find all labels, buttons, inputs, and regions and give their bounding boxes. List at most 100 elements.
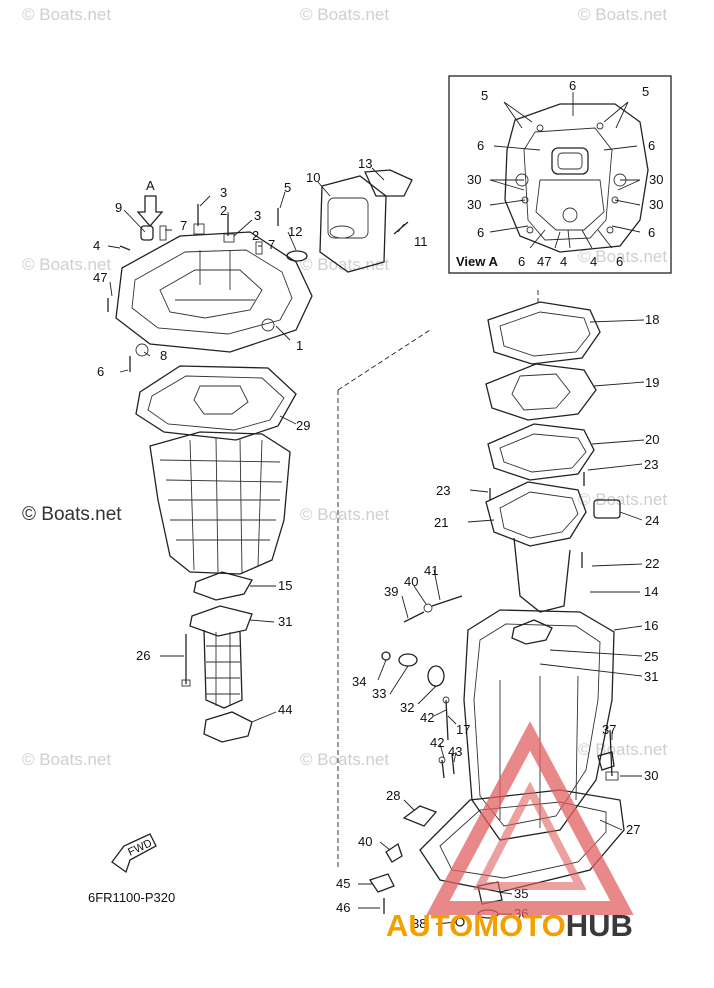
watermark-text: © Boats.net <box>300 505 389 524</box>
callout-label: 18 <box>645 312 659 327</box>
logo-auto: AUTO <box>386 908 473 943</box>
oil-pan-assembly: 29 <box>135 365 310 575</box>
automotohub-logo: AUTOMOTOHUB <box>386 721 634 943</box>
callout-label: 19 <box>645 375 659 390</box>
callout-label: 41 <box>424 563 438 578</box>
seal-25 <box>511 619 553 645</box>
view-a-inset: 5 6 5 6 6 30 30 30 30 6 6 6 47 4 4 6 Vie… <box>448 75 672 274</box>
callout-label: 5 <box>284 180 291 195</box>
callout-label: 28 <box>386 788 400 803</box>
joint-39 <box>403 611 425 623</box>
callout-label: 2 <box>252 228 259 243</box>
upper-case-26 <box>463 609 615 841</box>
clip-40 <box>385 842 403 863</box>
watermark-text: © Boats.net <box>578 740 667 759</box>
callout-label: 30 <box>467 172 481 187</box>
callout-label: 5 <box>481 88 488 103</box>
watermark-text: © Boats.net <box>300 5 389 24</box>
callout-label: 5 <box>642 84 649 99</box>
callout-label: 20 <box>645 432 659 447</box>
callout-label: 30 <box>649 197 663 212</box>
triangle-logo-icon <box>426 721 634 915</box>
callout-label: 26 <box>136 648 150 663</box>
upper-casing <box>115 231 313 353</box>
grommet-13 <box>364 169 413 197</box>
callout-label: 33 <box>372 686 386 701</box>
callout-label: 3 <box>254 208 261 223</box>
callout-label: 44 <box>278 702 292 717</box>
silencer-plate <box>319 175 387 273</box>
callout-label: 3 <box>220 185 227 200</box>
callout-label: 29 <box>296 418 310 433</box>
callout-label: 13 <box>358 156 372 171</box>
callout-label: 27 <box>626 822 640 837</box>
callout-label: 6 <box>569 78 576 93</box>
callout-label: 10 <box>306 170 320 185</box>
inset-frame <box>448 75 672 274</box>
upper-casing-assembly: A 13 10 3 9 2 3 5 7 2 7 12 11 4 <box>93 156 428 379</box>
callout-label: 6 <box>477 138 484 153</box>
lower-casing-assembly: 41 40 39 14 16 25 34 31 33 32 42 17 37 4… <box>336 563 658 931</box>
exhaust-guide-21 <box>485 481 587 547</box>
watermark-text: © Boats.net <box>22 5 111 24</box>
callout-label: 14 <box>644 584 658 599</box>
callout-label: 8 <box>160 348 167 363</box>
callout-label: 47 <box>93 270 107 285</box>
bracket-45 <box>368 873 395 893</box>
watermark-main: © Boats.net <box>22 504 122 525</box>
callout-label: 21 <box>434 515 448 530</box>
callout-label: 9 <box>115 200 122 215</box>
diagram-code: 6FR1100-P320 <box>88 890 175 905</box>
callout-label: 47 <box>537 254 551 269</box>
callout-label: 17 <box>456 722 470 737</box>
watermark-text: © Boats.net <box>578 5 667 24</box>
callout-label: 34 <box>352 674 366 689</box>
gasket-15 <box>193 571 253 601</box>
grommet-32 <box>427 665 445 687</box>
callout-label: 43 <box>448 744 462 759</box>
callout-label: 12 <box>288 224 302 239</box>
callout-label: 25 <box>644 649 658 664</box>
seal-12 <box>286 250 308 262</box>
callout-label: 4 <box>93 238 100 253</box>
callout-label: 6 <box>648 138 655 153</box>
callout-label: 6 <box>616 254 623 269</box>
callout-label: 31 <box>644 669 658 684</box>
strainer-assembly: 15 31 26 44 <box>136 571 292 743</box>
callout-label: 38 <box>412 916 426 931</box>
callout-label: 30 <box>649 172 663 187</box>
logo-text: AUTOMOTOHUB <box>386 908 633 943</box>
callout-label: 40 <box>358 834 372 849</box>
bolt-30 <box>609 729 613 777</box>
callout-label: 16 <box>644 618 658 633</box>
fwd-arrow-icon <box>111 833 157 874</box>
strainer-plate <box>189 605 253 637</box>
callout-label: 4 <box>560 254 567 269</box>
callout-label: 37 <box>602 722 616 737</box>
watermark-text: © Boats.net <box>300 255 389 274</box>
fwd-label: FWD <box>126 837 154 858</box>
callout-label: 6 <box>97 364 104 379</box>
watermarks: © Boats.net © Boats.net © Boats.net © Bo… <box>22 5 667 769</box>
callout-label: 46 <box>336 900 350 915</box>
callout-label: 7 <box>268 237 275 252</box>
oil-pan <box>149 431 291 575</box>
callout-label: 32 <box>400 700 414 715</box>
callout-label: 15 <box>278 578 292 593</box>
logo-hub: HUB <box>566 908 633 943</box>
logo-moto: MOTO <box>473 908 565 943</box>
callout-label: 11 <box>414 234 428 249</box>
gasket-20 <box>487 423 595 481</box>
callout-label: 6 <box>648 225 655 240</box>
hose-41 <box>431 595 463 607</box>
callout-label: 23 <box>644 457 658 472</box>
watermark-text: © Boats.net <box>578 490 667 509</box>
seal-24 <box>593 499 621 519</box>
inset-casing <box>504 103 649 253</box>
exhaust-guide-stack: 18 19 20 23 23 21 24 22 <box>337 290 659 870</box>
grommet-33 <box>398 653 418 667</box>
callout-label: 1 <box>296 338 303 353</box>
callout-label: 23 <box>436 483 450 498</box>
bolt-34 <box>381 651 391 661</box>
